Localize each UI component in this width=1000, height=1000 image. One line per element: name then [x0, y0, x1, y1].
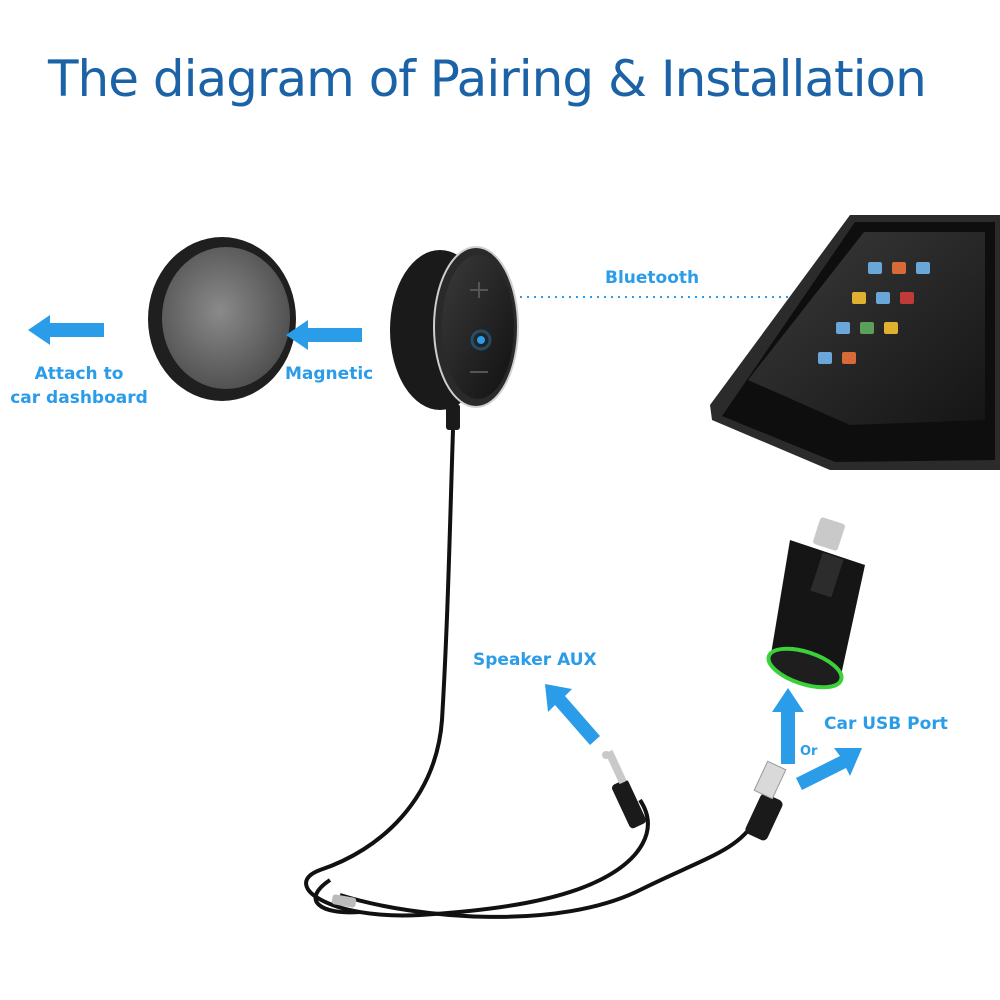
arrows: [28, 315, 862, 790]
arrow-car-usb-icon: [796, 748, 862, 790]
attach-label: Attach to car dashboard: [4, 362, 154, 410]
or-label: Or: [800, 744, 818, 759]
smartphone-icon: [710, 215, 1000, 470]
arrow-left-magnetic-icon: [286, 320, 362, 350]
usb-plug-icon: [745, 760, 787, 841]
magnetic-plate-icon: [148, 237, 296, 401]
arrow-speaker-aux-icon: [545, 684, 600, 745]
cable-icon: [304, 429, 650, 918]
arrow-up-charger-icon: [772, 688, 804, 764]
attach-label-line1: Attach to: [34, 364, 124, 384]
car-usb-port-label: Car USB Port: [824, 714, 948, 734]
page-title: The diagram of Pairing & Installation: [48, 50, 927, 108]
aux-jack-icon: [602, 749, 646, 829]
bluetooth-label: Bluetooth: [605, 268, 700, 288]
car-charger-icon: [766, 517, 865, 690]
attach-label-line2: car dashboard: [10, 388, 148, 408]
magnetic-label: Magnetic: [285, 364, 374, 384]
arrow-left-attach-icon: [28, 315, 104, 345]
bluetooth-receiver-icon: [390, 246, 519, 430]
speaker-aux-label: Speaker AUX: [473, 650, 597, 670]
